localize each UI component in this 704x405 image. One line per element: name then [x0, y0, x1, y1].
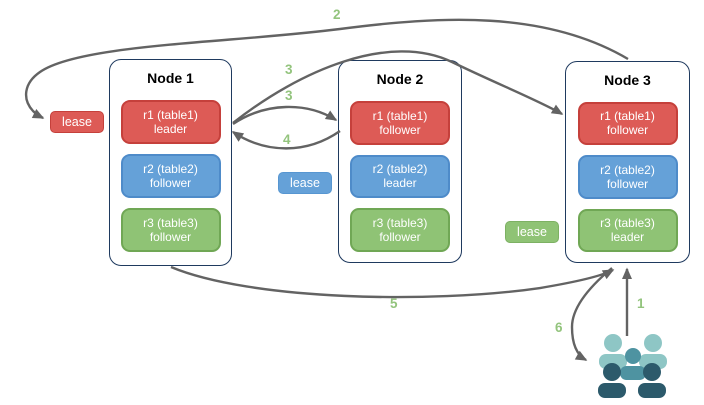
replica-name: r3 (table3)	[143, 216, 198, 230]
lease-badge-table2: lease	[278, 172, 332, 194]
replica-role: follower	[149, 176, 192, 190]
node-1-replica-r1: r1 (table1) leader	[120, 100, 221, 144]
step-label-4: 4	[283, 132, 291, 147]
replica-role: follower	[606, 176, 649, 191]
node-2-title: Node 2	[376, 71, 424, 87]
replica-name: r1 (table1)	[600, 109, 655, 124]
node-2-replica-r2: r2 (table2) leader	[350, 154, 450, 199]
node-3: Node 3 r1 (table1) follower r2 (table2) …	[565, 61, 690, 263]
arrow-step-5-node1-to-node3	[170, 265, 615, 299]
node-2: Node 2 r1 (table1) follower r2 (table2) …	[338, 60, 462, 263]
node-3-replica-r1: r1 (table1) follower	[577, 101, 678, 146]
node-3-title: Node 3	[604, 72, 651, 88]
user-front-right	[638, 363, 666, 398]
replica-role: leader	[610, 230, 645, 245]
user-front-left	[598, 363, 626, 398]
user-back-right	[639, 334, 667, 369]
step-label-2: 2	[333, 7, 341, 22]
node-1-title: Node 1	[147, 70, 194, 86]
replica-role: leader	[153, 122, 188, 136]
node-3-replica-r3: r3 (table3) leader	[577, 208, 678, 252]
replica-name: r3 (table3)	[372, 216, 428, 231]
lease-badge-table3: lease	[505, 221, 559, 243]
node-3-replica-r2: r2 (table2) follower	[577, 155, 678, 199]
node-2-replica-r3: r3 (table3) follower	[350, 208, 450, 253]
replica-name: r2 (table2)	[143, 162, 198, 176]
node-1: Node 1 r1 (table1) leader r2 (table2) fo…	[109, 59, 232, 266]
arrow-step-3-leader-to-node2-follower	[232, 105, 338, 125]
replica-role: follower	[379, 230, 421, 245]
replica-name: r2 (table2)	[372, 162, 428, 177]
step-label-1: 1	[637, 296, 645, 311]
replica-role: leader	[383, 176, 417, 191]
replica-name: r2 (table2)	[600, 162, 655, 177]
node-2-replica-r1: r1 (table1) follower	[350, 100, 450, 145]
lease-badge-table1: lease	[50, 111, 104, 133]
replica-role: follower	[149, 230, 192, 244]
step-label-6: 6	[555, 320, 563, 335]
replica-name: r3 (table3)	[600, 216, 655, 231]
step-label-3a: 3	[285, 62, 293, 77]
node-1-replica-r3: r3 (table3) follower	[120, 208, 221, 252]
replica-role: follower	[606, 123, 649, 138]
replica-role: follower	[379, 122, 421, 137]
step-label-3b: 3	[285, 88, 293, 103]
users-group-icon	[598, 334, 667, 398]
replica-name: r1 (table1)	[372, 108, 428, 123]
step-label-5: 5	[390, 296, 398, 311]
replica-name: r1 (table1)	[143, 108, 198, 122]
user-middle	[620, 348, 646, 380]
node-1-replica-r2: r2 (table2) follower	[120, 154, 221, 198]
